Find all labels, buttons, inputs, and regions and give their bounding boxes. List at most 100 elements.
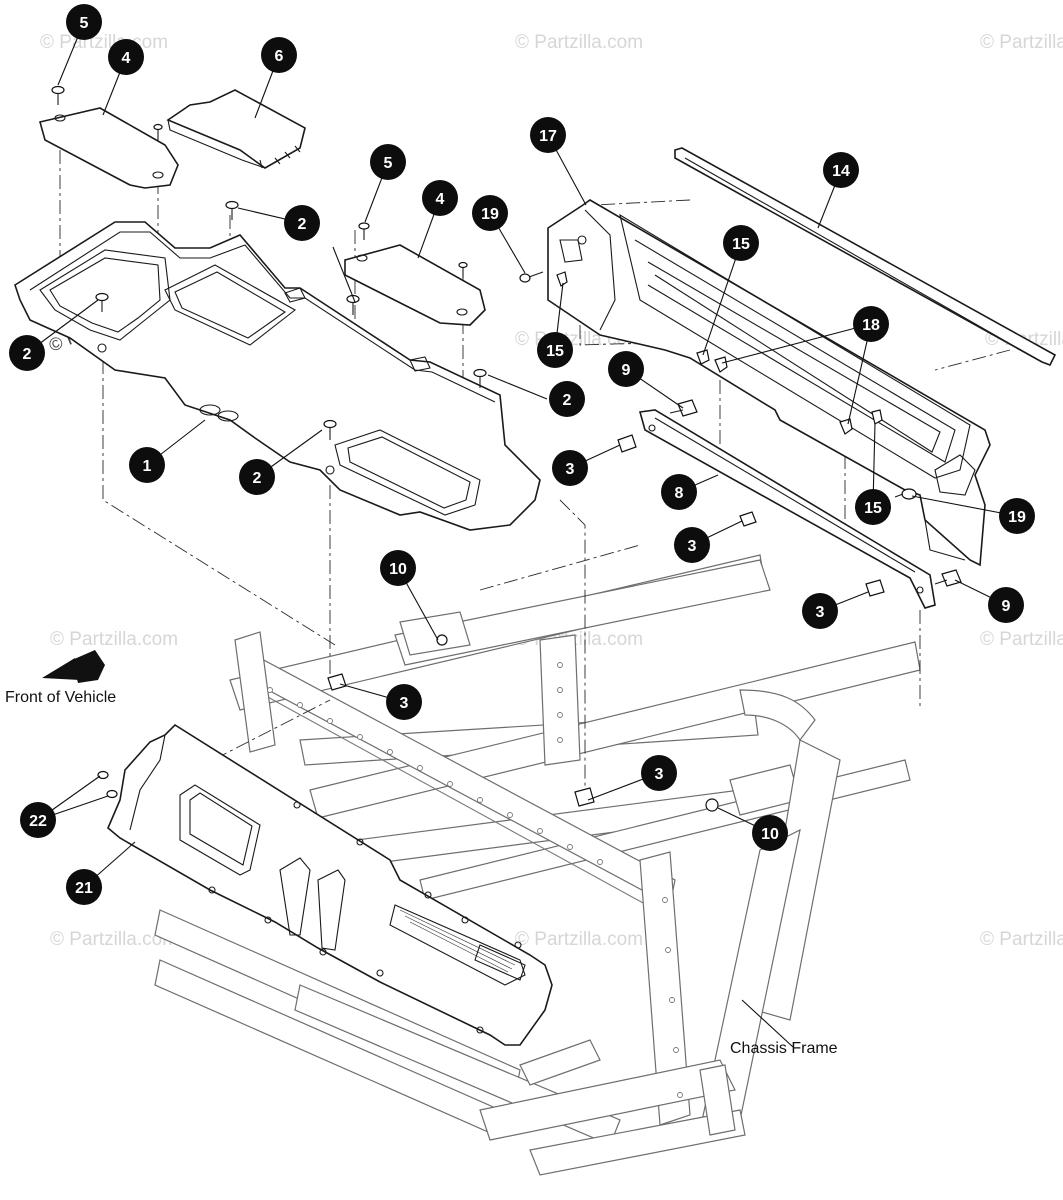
watermark: © Partzilla.com xyxy=(980,629,1063,650)
callout-15[interactable]: 15 xyxy=(723,225,759,261)
callout-3[interactable]: 3 xyxy=(674,527,710,563)
clip-nut-part-3 xyxy=(617,434,637,453)
front-arrow-icon xyxy=(42,650,105,683)
callout-2[interactable]: 2 xyxy=(549,381,585,417)
watermark: © Partzilla.com xyxy=(50,929,178,950)
svg-text:2: 2 xyxy=(298,216,307,233)
watermark: © Partzilla.com xyxy=(40,32,168,53)
svg-text:15: 15 xyxy=(732,236,750,253)
clip-nut-part-3 xyxy=(739,511,757,527)
callout-3[interactable]: 3 xyxy=(802,593,838,629)
svg-text:8: 8 xyxy=(675,485,684,502)
svg-text:18: 18 xyxy=(862,317,880,334)
front-panel-part-21 xyxy=(107,723,553,1046)
screw-part-2 xyxy=(95,292,109,312)
svg-text:15: 15 xyxy=(864,500,882,517)
rear-panel-part-17 xyxy=(547,199,991,567)
watermark: © Partzilla.com xyxy=(980,32,1063,53)
access-cover-part-6 xyxy=(166,89,306,169)
svg-text:2: 2 xyxy=(23,346,32,363)
callout-19[interactable]: 19 xyxy=(472,195,508,231)
callout-6[interactable]: 6 xyxy=(261,37,297,73)
callout-3[interactable]: 3 xyxy=(641,755,677,791)
svg-text:3: 3 xyxy=(400,695,409,712)
svg-text:4: 4 xyxy=(122,50,131,67)
fastener-part-15 xyxy=(556,271,568,287)
callout-2[interactable]: 2 xyxy=(239,459,275,495)
svg-text:21: 21 xyxy=(75,880,93,897)
callout-2[interactable]: 2 xyxy=(9,335,45,371)
watermark: © Partzilla.com xyxy=(515,32,643,53)
callout-3[interactable]: 3 xyxy=(552,450,588,486)
svg-text:6: 6 xyxy=(275,48,284,65)
bolt-part-9 xyxy=(934,569,962,587)
callout-10[interactable]: 10 xyxy=(752,815,788,851)
chassis-frame-label: Chassis Frame xyxy=(730,1040,838,1057)
callout-14[interactable]: 14 xyxy=(823,152,859,188)
svg-text:5: 5 xyxy=(384,155,393,172)
callout-8[interactable]: 8 xyxy=(661,474,697,510)
callout-10[interactable]: 10 xyxy=(380,550,416,586)
callout-9[interactable]: 9 xyxy=(608,351,644,387)
fastener-part-19 xyxy=(894,488,917,500)
callout-5[interactable]: 5 xyxy=(66,4,102,40)
callout-4[interactable]: 4 xyxy=(108,39,144,75)
screw-part-2 xyxy=(225,200,239,220)
callout-9[interactable]: 9 xyxy=(988,587,1024,623)
callout-3[interactable]: 3 xyxy=(386,684,422,720)
callout-15[interactable]: 15 xyxy=(855,489,891,525)
svg-text:19: 19 xyxy=(1008,509,1026,526)
screw-stud xyxy=(153,123,163,140)
screw-part-2 xyxy=(346,294,360,315)
svg-text:9: 9 xyxy=(622,362,631,379)
front-of-vehicle-indicator: Front of Vehicle xyxy=(5,650,116,706)
svg-text:3: 3 xyxy=(655,766,664,783)
frame-holes xyxy=(267,662,683,1098)
callouts: 5 4 6 5 4 2 2 2 2 1 17 14 19 15 15 18 9 … xyxy=(9,4,1035,905)
access-cover-part-4-right xyxy=(344,244,486,326)
callout-5[interactable]: 5 xyxy=(370,144,406,180)
callout-17[interactable]: 17 xyxy=(530,117,566,153)
leader-lines xyxy=(26,21,1018,1048)
svg-text:2: 2 xyxy=(563,392,572,409)
svg-text:22: 22 xyxy=(29,813,47,830)
watermark: © Partzilla.com xyxy=(515,929,643,950)
svg-text:10: 10 xyxy=(761,826,779,843)
watermark: © Partzilla.com xyxy=(50,629,178,650)
svg-text:3: 3 xyxy=(566,461,575,478)
fastener-part-22 xyxy=(106,789,118,799)
svg-text:3: 3 xyxy=(816,604,825,621)
svg-text:5: 5 xyxy=(80,15,89,32)
front-of-vehicle-label: Front of Vehicle xyxy=(5,689,116,706)
callout-22[interactable]: 22 xyxy=(20,802,56,838)
callout-15[interactable]: 15 xyxy=(537,332,573,368)
svg-text:1: 1 xyxy=(143,458,152,475)
svg-text:19: 19 xyxy=(481,206,499,223)
svg-text:10: 10 xyxy=(389,561,407,578)
fastener-part-22 xyxy=(97,770,109,780)
callout-19[interactable]: 19 xyxy=(999,498,1035,534)
svg-text:15: 15 xyxy=(546,343,564,360)
screw-stud xyxy=(458,261,468,278)
fastener-part-15 xyxy=(696,349,710,365)
watermark: © Partzilla.com xyxy=(980,929,1063,950)
callout-1[interactable]: 1 xyxy=(129,447,165,483)
screw-part-5 xyxy=(358,222,370,240)
chassis-frame xyxy=(154,554,921,1176)
trim-strip-part-14 xyxy=(674,147,1057,367)
callout-4[interactable]: 4 xyxy=(422,180,458,216)
callout-18[interactable]: 18 xyxy=(853,306,889,342)
bracket-part-8 xyxy=(638,409,936,609)
callout-21[interactable]: 21 xyxy=(66,869,102,905)
fastener-part-15 xyxy=(871,409,883,425)
svg-text:4: 4 xyxy=(436,191,445,208)
callout-2[interactable]: 2 xyxy=(284,205,320,241)
screws xyxy=(51,85,487,440)
screw-part-2 xyxy=(473,368,487,388)
svg-text:2: 2 xyxy=(253,470,262,487)
svg-text:14: 14 xyxy=(832,163,850,180)
fastener-part-19 xyxy=(519,271,544,283)
svg-text:3: 3 xyxy=(688,538,697,555)
clip-nut-part-3 xyxy=(865,579,885,597)
